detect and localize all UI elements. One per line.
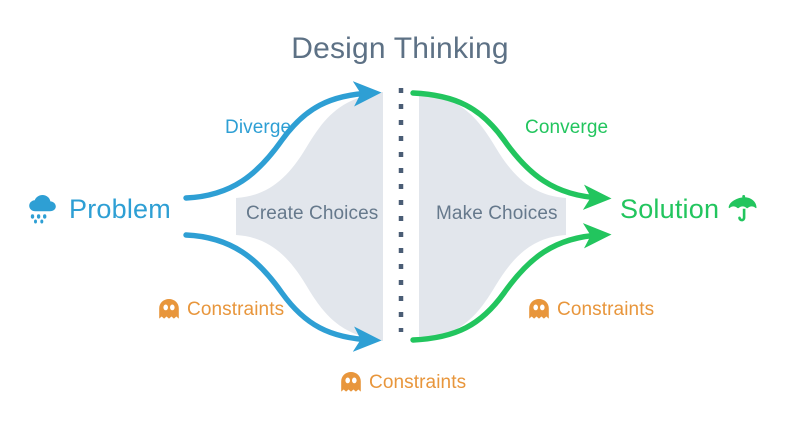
make-choices-label: Make Choices — [436, 203, 558, 224]
constraints-label: Constraints — [369, 371, 467, 393]
diverge-arrow-upper — [183, 81, 382, 201]
converge-arrow-lower — [410, 223, 612, 343]
diverge-arrows — [183, 81, 382, 352]
converge-arrow-upper — [410, 90, 612, 210]
solution-label: Solution — [620, 193, 720, 224]
constraints-left: Constraints — [158, 298, 284, 320]
rain-cloud-icon — [29, 195, 56, 224]
constraints-bottom: Constraints — [340, 371, 466, 393]
converge-label: Converge — [525, 117, 609, 138]
converge-arrows — [410, 90, 612, 343]
diverge-arrow-lower — [183, 232, 382, 352]
solution-endpoint: Solution — [620, 194, 758, 224]
umbrella-icon — [728, 195, 757, 222]
ghost-icon — [529, 299, 549, 319]
problem-label: Problem — [69, 193, 171, 224]
diverge-label: Diverge — [225, 117, 292, 138]
ghost-icon — [341, 372, 361, 392]
ghost-icon — [159, 299, 179, 319]
constraints-right: Constraints — [528, 298, 654, 320]
constraints-label: Constraints — [557, 298, 655, 320]
create-choices-label: Create Choices — [246, 203, 379, 224]
double-diamond-shape — [236, 92, 566, 341]
page-title: Design Thinking — [291, 32, 509, 65]
make-choices-diamond — [419, 92, 566, 341]
create-choices-diamond — [236, 92, 383, 341]
constraints-label: Constraints — [187, 298, 285, 320]
problem-endpoint: Problem — [26, 194, 171, 224]
